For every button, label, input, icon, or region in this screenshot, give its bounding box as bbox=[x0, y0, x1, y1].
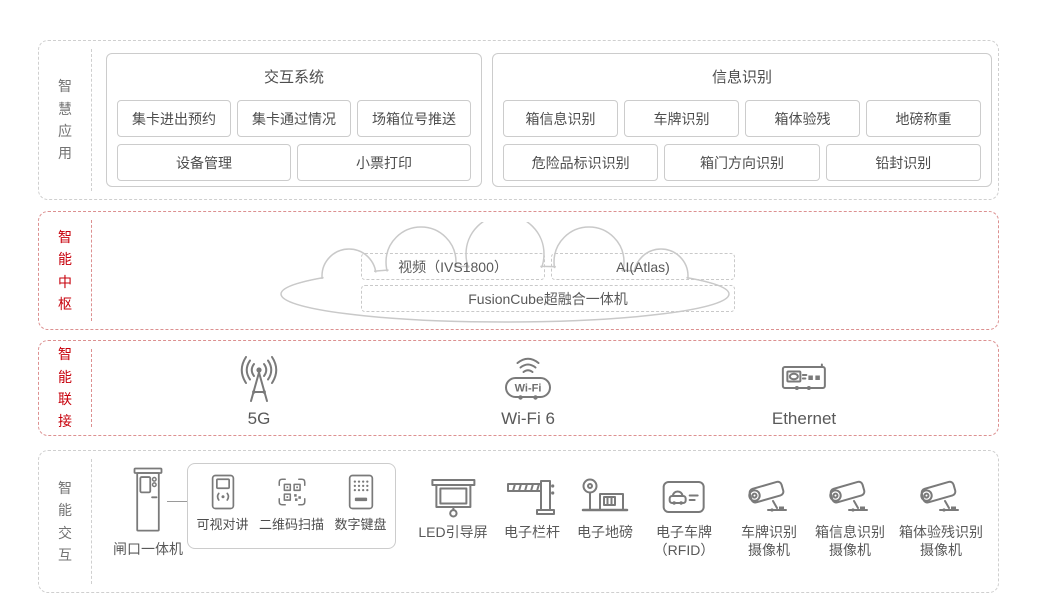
connectivity-item-wifi6: Wi-Fi Wi-Fi 6 bbox=[496, 354, 560, 429]
chip-truck-passing-status: 集卡通过情况 bbox=[237, 100, 351, 137]
qr-scan-icon bbox=[277, 478, 306, 506]
layer-intelligent-interaction: 智能交互 闸口一体机 bbox=[38, 450, 999, 593]
layer-label-text: 智能交互 bbox=[58, 479, 72, 563]
chip-truck-entry-exit-booking: 集卡进出预约 bbox=[117, 100, 231, 137]
chip-device-management: 设备管理 bbox=[117, 144, 291, 181]
label-divider bbox=[91, 459, 92, 584]
weighbridge-icon bbox=[581, 478, 629, 512]
chip-seal-recognition: 铅封识别 bbox=[825, 144, 981, 181]
device-label: LED引导屏 bbox=[418, 524, 488, 540]
layer-label-intelligent-hub: 智能中枢 bbox=[39, 212, 91, 329]
connectivity-item-5g: 5G bbox=[227, 354, 291, 429]
chip-door-direction-recognition: 箱门方向识别 bbox=[664, 144, 820, 181]
kiosk-modules-group: 可视对讲 二维码扫描 bbox=[187, 463, 396, 549]
cctv-camera-icon bbox=[748, 480, 787, 512]
device-label: 闸口一体机 bbox=[113, 541, 183, 557]
device-damage-check-camera: 箱体验残识别 摄像机 bbox=[899, 475, 983, 559]
cctv-camera-icon bbox=[920, 480, 959, 512]
rfid-plate-icon bbox=[662, 481, 705, 513]
connectivity-item-ethernet: Ethernet bbox=[772, 354, 836, 429]
module-qr-scan: 二维码扫描 bbox=[259, 473, 325, 533]
label-divider bbox=[91, 220, 92, 321]
layer-label-smart-application: 智慧应用 bbox=[39, 41, 91, 199]
chip-row: 集卡进出预约 集卡通过情况 场箱位号推送 bbox=[117, 100, 471, 137]
module-label: 可视对讲 bbox=[196, 517, 249, 532]
chip-yard-slot-push: 场箱位号推送 bbox=[357, 100, 471, 137]
chip-hazmat-mark-recognition: 危险品标识识别 bbox=[503, 144, 659, 181]
module-numeric-keypad: 数字键盘 bbox=[328, 473, 394, 533]
device-electronic-weighbridge: 电子地磅 bbox=[577, 475, 633, 541]
kiosk-modules-connector-line bbox=[167, 501, 187, 502]
hub-chip-video-ivs1800: 视频（IVS1800） bbox=[361, 253, 545, 280]
chip-container-info-recognition: 箱信息识别 bbox=[503, 100, 618, 137]
device-label-line2: 摄像机 bbox=[748, 541, 790, 558]
group-interactive-system: 交互系统 集卡进出预约 集卡通过情况 场箱位号推送 设备管理 小票打印 bbox=[106, 53, 482, 187]
cctv-camera-icon bbox=[829, 480, 868, 512]
chip-row: 设备管理 小票打印 bbox=[117, 144, 471, 181]
connectivity-label: Wi-Fi 6 bbox=[501, 409, 555, 428]
hub-chip-fusioncube: FusionCube超融合一体机 bbox=[361, 285, 735, 312]
device-label: 箱信息识别 bbox=[815, 524, 885, 540]
chip-weighbridge-weighing: 地磅称重 bbox=[866, 100, 981, 137]
wifi-icon: Wi-Fi bbox=[505, 357, 551, 400]
led-screen-icon bbox=[430, 479, 475, 518]
device-label-line2: 摄像机 bbox=[829, 541, 871, 558]
numeric-keypad-icon bbox=[348, 474, 373, 510]
device-label: 电子车牌 bbox=[655, 524, 712, 540]
connectivity-label: 5G bbox=[247, 409, 271, 428]
chip-row: 箱信息识别 车牌识别 箱体验残 地磅称重 bbox=[503, 100, 981, 137]
label-divider bbox=[91, 49, 92, 191]
group-title: 交互系统 bbox=[263, 69, 324, 86]
layer-intelligent-hub: 智能中枢 视频（IVS1800） AI(Atlas) Fus bbox=[38, 211, 999, 330]
connectivity-label: Ethernet bbox=[771, 409, 837, 428]
device-plate-recognition-camera: 车牌识别 摄像机 bbox=[741, 475, 797, 559]
gate-kiosk-icon bbox=[133, 467, 163, 532]
device-label: 箱体验残识别 bbox=[899, 524, 983, 540]
device-label: 车牌识别 bbox=[741, 524, 797, 540]
device-led-guide-screen: LED引导屏 bbox=[418, 475, 488, 541]
layer-label-intelligent-connectivity: 智能联接 bbox=[39, 341, 91, 435]
device-label-line2: （RFID） bbox=[653, 541, 715, 558]
module-video-intercom: 可视对讲 bbox=[190, 473, 256, 533]
chip-plate-recognition: 车牌识别 bbox=[624, 100, 739, 137]
chip-row: 危险品标识识别 箱门方向识别 铅封识别 bbox=[503, 144, 981, 181]
chip-container-damage-check: 箱体验残 bbox=[745, 100, 860, 137]
device-label: 电子栏杆 bbox=[504, 524, 560, 540]
layer-label-text: 智能中枢 bbox=[58, 228, 72, 312]
svg-text:Wi-Fi: Wi-Fi bbox=[515, 383, 542, 395]
group-information-recognition: 信息识别 箱信息识别 车牌识别 箱体验残 地磅称重 危险品标识识别 箱门方向识别… bbox=[492, 53, 992, 187]
device-label-line2: 摄像机 bbox=[920, 541, 962, 558]
group-title: 信息识别 bbox=[711, 69, 772, 86]
ethernet-switch-icon bbox=[781, 363, 826, 390]
barrier-gate-icon bbox=[507, 480, 555, 515]
layer-label-intelligent-interaction: 智能交互 bbox=[39, 451, 91, 592]
label-divider bbox=[91, 349, 92, 427]
layer-smart-application: 智慧应用 交互系统 集卡进出预约 集卡通过情况 场箱位号推送 设备管理 小票打印… bbox=[38, 40, 999, 200]
device-container-info-camera: 箱信息识别 摄像机 bbox=[815, 475, 885, 559]
layer-label-text: 智能联接 bbox=[58, 346, 72, 430]
hub-chip-ai-atlas: AI(Atlas) bbox=[551, 253, 735, 280]
module-label: 二维码扫描 bbox=[258, 517, 324, 532]
tower-5g-icon bbox=[240, 356, 278, 402]
layer-intelligent-connectivity: 智能联接 5G bbox=[38, 340, 999, 436]
device-label: 电子地磅 bbox=[577, 524, 633, 540]
layer-label-text: 智慧应用 bbox=[58, 78, 72, 162]
video-intercom-icon bbox=[211, 474, 234, 510]
device-gate-kiosk: 闸口一体机 bbox=[108, 465, 188, 559]
device-electronic-barrier: 电子栏杆 bbox=[504, 475, 560, 541]
chip-receipt-printing: 小票打印 bbox=[297, 144, 471, 181]
module-label: 数字键盘 bbox=[334, 517, 387, 532]
device-rfid-plate: 电子车牌 （RFID） bbox=[653, 475, 715, 559]
